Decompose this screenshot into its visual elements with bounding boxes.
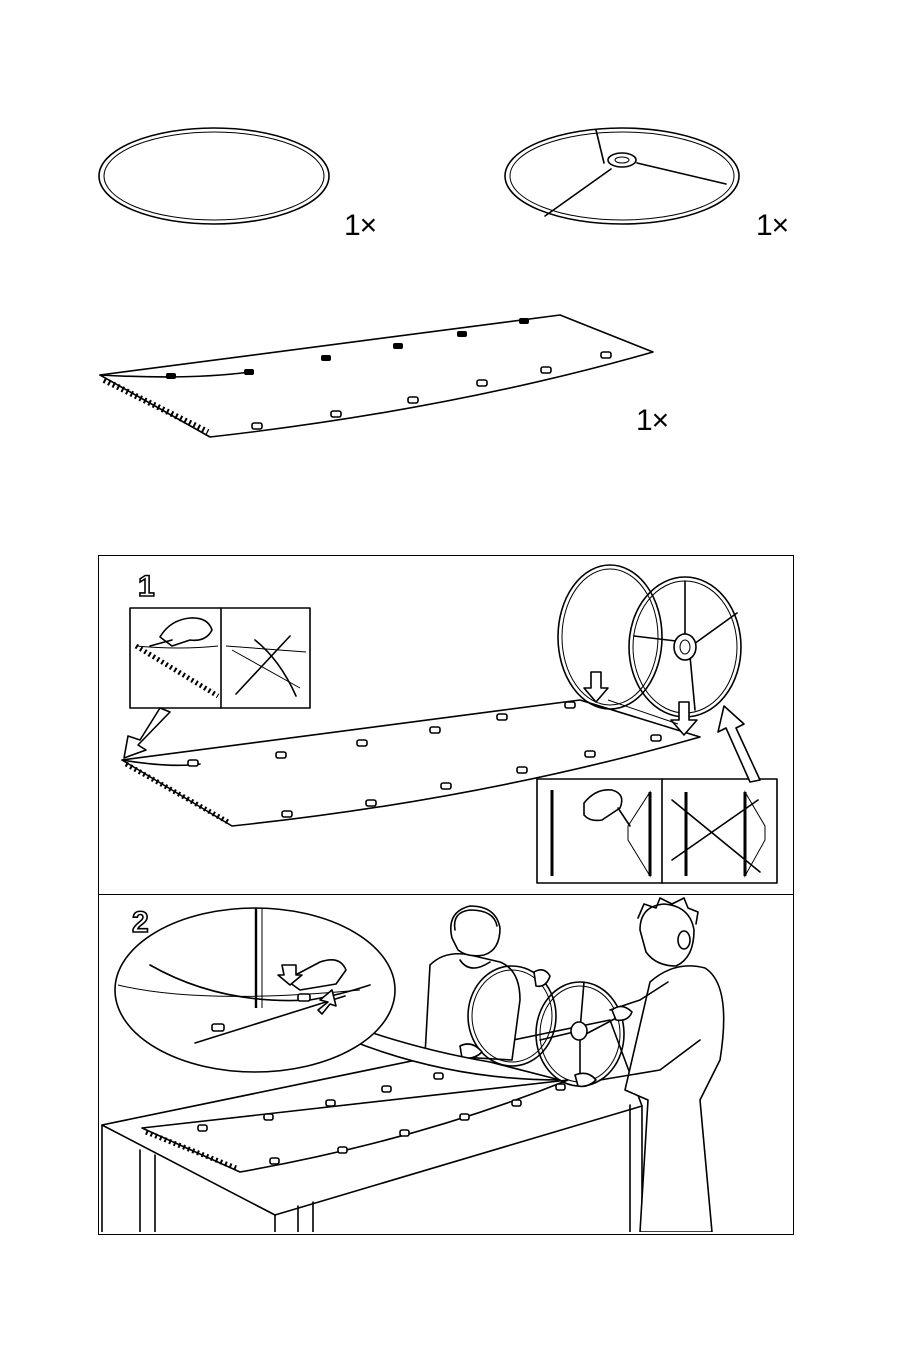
- step-2-illustration: [0, 0, 914, 1362]
